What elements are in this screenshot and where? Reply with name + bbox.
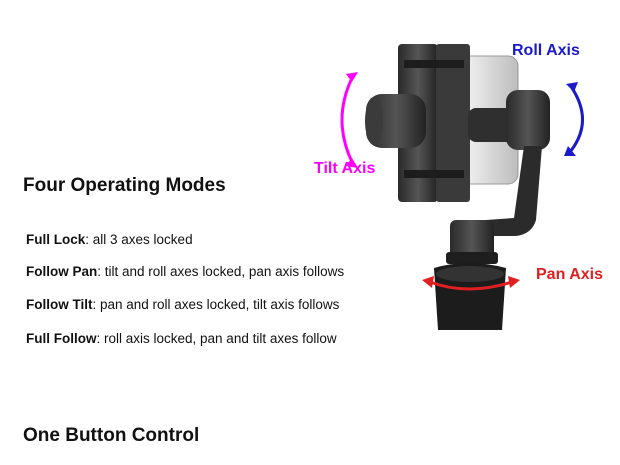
pan-motor xyxy=(450,220,494,260)
roll-arrow xyxy=(568,87,584,153)
mode-full-follow: Full Follow: roll axis locked, pan and t… xyxy=(26,331,337,346)
control-heading: One Button Control xyxy=(23,425,200,446)
mode-description: : all 3 axes locked xyxy=(85,232,193,247)
mode-description: : tilt and roll axes locked, pan axis fo… xyxy=(97,264,345,279)
pan-arrow xyxy=(429,280,513,291)
mode-description: : roll axis locked, pan and tilt axes fo… xyxy=(96,331,337,346)
mode-name: Full Follow xyxy=(26,331,97,346)
gimbal-illustration xyxy=(340,44,584,330)
mode-follow-pan: Follow Pan: tilt and roll axes locked, p… xyxy=(26,264,344,279)
tilt-arrow xyxy=(340,77,354,163)
mode-follow-tilt: Follow Tilt: pan and roll axes locked, t… xyxy=(26,297,339,312)
clamp-rail xyxy=(436,44,470,202)
mode-name: Follow Pan xyxy=(26,264,98,279)
vertical-arm xyxy=(486,146,542,236)
roll-axis-label: Roll Axis xyxy=(512,42,580,59)
pan-axis-label: Pan Axis xyxy=(536,266,603,283)
mode-name: Follow Tilt xyxy=(26,297,93,312)
mode-full-lock: Full Lock: all 3 axes locked xyxy=(26,232,193,247)
roll-motor xyxy=(506,90,550,150)
mode-name: Full Lock xyxy=(26,232,86,247)
modes-heading: Four Operating Modes xyxy=(23,175,226,196)
tilt-axis-label: Tilt Axis xyxy=(314,160,376,177)
mode-description: : pan and roll axes locked, tilt axis fo… xyxy=(92,297,340,312)
